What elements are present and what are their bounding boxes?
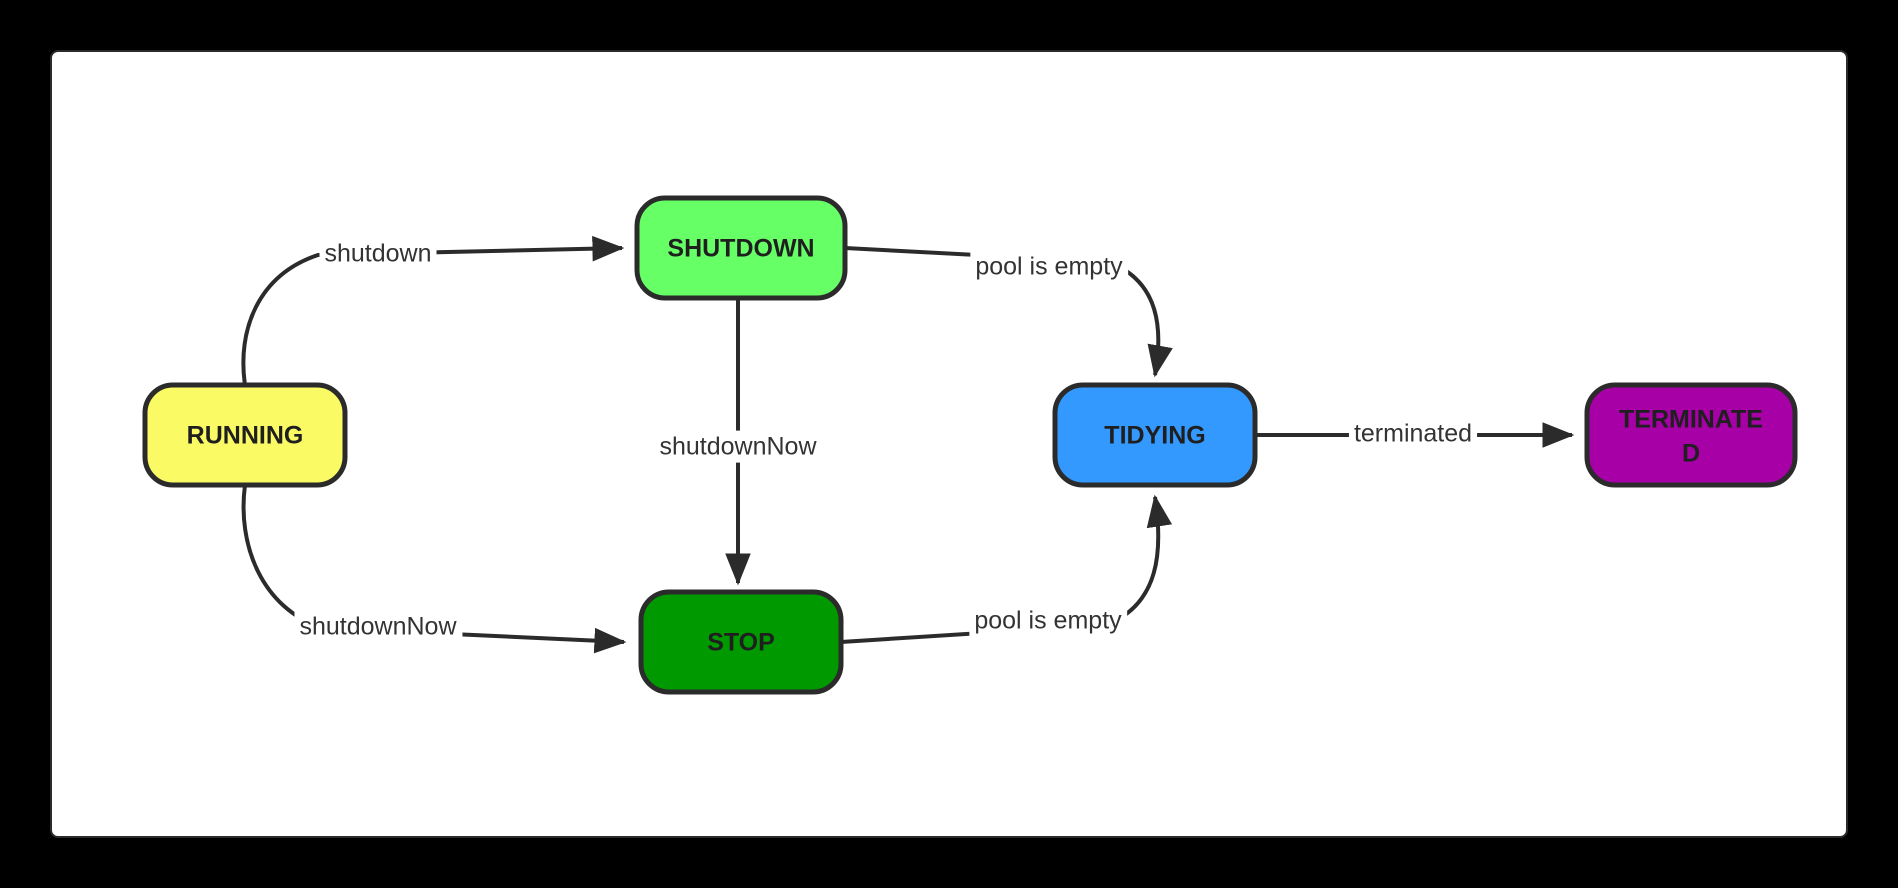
node-running[interactable]: RUNNING (142, 382, 348, 488)
edge-label-backdrop (294, 610, 463, 643)
node-stop[interactable]: STOP (638, 589, 844, 695)
node-terminated-label-line2: D (1682, 440, 1700, 468)
node-shutdown-label: SHUTDOWN (667, 235, 814, 263)
edge-label-backdrop (654, 430, 823, 463)
edge-shutdown-to-tidying: pool is empty (844, 246, 1173, 378)
node-tidying[interactable]: TIDYING (1052, 382, 1258, 488)
edge-label-shutdown: shutdown (324, 240, 431, 268)
node-terminated-shape[interactable] (1584, 382, 1798, 488)
node-stop-label: STOP (707, 629, 775, 657)
edge-label-shutdownnow-vertical: shutdownNow (659, 433, 817, 461)
edge-running-to-shutdown: shutdown (241, 235, 625, 386)
node-tidying-label: TIDYING (1104, 422, 1205, 450)
edge-label-backdrop (1348, 417, 1478, 450)
edge-label-terminated: terminated (1354, 420, 1472, 448)
node-running-label: RUNNING (187, 422, 304, 450)
node-shutdown[interactable]: SHUTDOWN (634, 195, 848, 301)
node-terminated-label-line1: TERMINATE (1619, 406, 1763, 434)
edge-label-pool-is-empty-upper: pool is empty (975, 253, 1123, 281)
node-terminated[interactable]: TERMINATE D (1584, 382, 1798, 488)
edge-label-backdrop (970, 250, 1129, 283)
node-shutdown-shape[interactable] (634, 195, 848, 301)
edge-stop-to-tidying: pool is empty (840, 494, 1173, 644)
edge-label-pool-is-empty-lower: pool is empty (974, 607, 1122, 635)
edge-shutdown-to-stop: shutdownNow (654, 298, 823, 586)
edge-label-backdrop (319, 237, 437, 270)
edge-running-to-stop: shutdownNow (241, 484, 627, 654)
edge-label-backdrop (969, 604, 1128, 637)
node-running-shape[interactable] (142, 382, 348, 488)
edge-tidying-to-terminated: terminated (1255, 417, 1575, 450)
edge-label-shutdownnow: shutdownNow (299, 613, 457, 641)
node-tidying-shape[interactable] (1052, 382, 1258, 488)
node-stop-shape[interactable] (638, 589, 844, 695)
edge-line (241, 235, 625, 386)
